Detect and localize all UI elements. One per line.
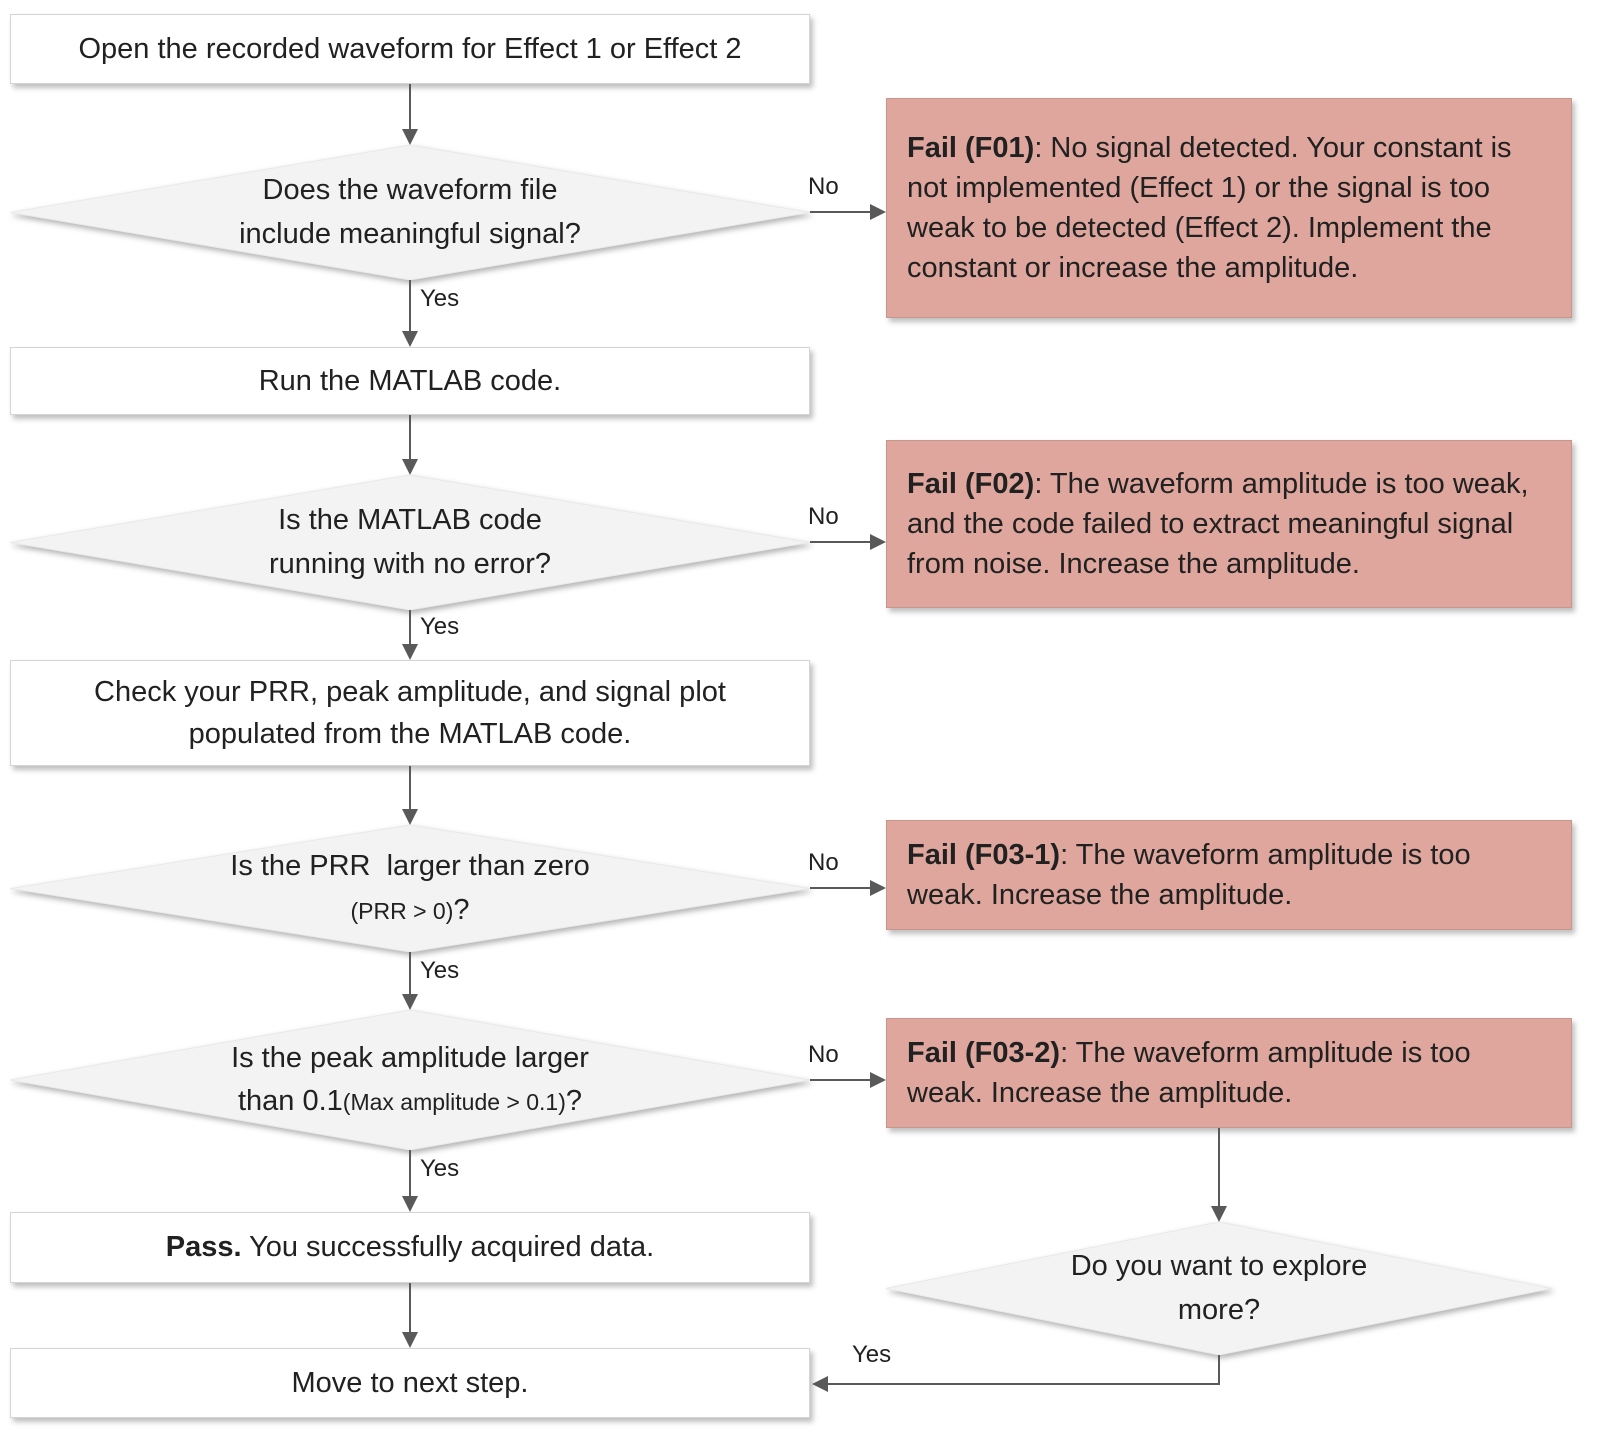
label-no-error: No (808, 503, 839, 530)
flow-box-start: Open the recorded waveform for Effect 1 … (10, 14, 810, 84)
arrow-no-f02-line (810, 541, 870, 543)
pass-bold: Pass. (165, 1231, 242, 1264)
arrow-signal-to-run-line (409, 280, 411, 331)
decision-explore-more-text: Do you want to explore more? (1070, 1250, 1368, 1326)
arrow-explore-to-move-head (812, 1376, 828, 1392)
arrow-explore-to-move-vline (1218, 1355, 1220, 1384)
arrow-peak-to-pass-line (409, 1150, 411, 1196)
label-yes-signal: Yes (420, 285, 460, 312)
fail-box-f03-1: Fail (F03-1): The waveform amplitude is … (886, 820, 1572, 930)
arrow-pass-to-move-head (402, 1332, 418, 1348)
fail-f01-text: Fail (F01): No signal detected. Your con… (907, 131, 1512, 285)
arrow-prr-to-peak-head (402, 994, 418, 1010)
label-yes-explore: Yes (852, 1341, 892, 1368)
arrow-no-f03-2-head (870, 1072, 886, 1088)
fail-f03-1-text: Fail (F03-1): The waveform amplitude is … (907, 838, 1471, 911)
diamond-shape (10, 145, 810, 280)
arrow-f03-2-to-explore-line (1218, 1128, 1220, 1206)
label-yes-prr: Yes (420, 957, 460, 984)
diamond-shape (10, 475, 810, 610)
decision-no-error-text: Is the MATLAB code running with no error… (268, 504, 552, 580)
arrow-pass-to-move-line (409, 1283, 411, 1332)
diamond-shape (10, 1010, 810, 1150)
arrow-check-to-prr-head (402, 809, 418, 825)
fail-f03-2-text: Fail (F03-2): The waveform amplitude is … (907, 1036, 1471, 1109)
arrow-start-to-signal-line (409, 84, 411, 129)
label-yes-error: Yes (420, 613, 460, 640)
decision-prr-positive-text: Is the PRR larger than zero (PRR > 0)? (230, 850, 590, 926)
check-line2: populated from the MATLAB code. (188, 718, 632, 750)
decision-meaningful-signal: Does the waveform file include meaningfu… (10, 145, 810, 280)
arrow-explore-to-move-hline (828, 1383, 1220, 1385)
arrow-signal-to-run-head (402, 331, 418, 347)
flow-box-start-label: Open the recorded waveform for Effect 1 … (78, 32, 742, 65)
decision-peak-amplitude: Is the peak amplitude larger than 0.1(Ma… (10, 1010, 810, 1150)
flow-box-pass: Pass. You successfully acquired data. (10, 1212, 810, 1283)
arrow-start-to-signal-head (402, 129, 418, 145)
diamond-shape (10, 825, 810, 952)
arrow-no-f03-1-head (870, 880, 886, 896)
arrow-check-to-prr-line (409, 766, 411, 809)
flow-box-check-prr: Check your PRR, peak amplitude, and sign… (10, 660, 810, 766)
decision-explore-more: Do you want to explore more? (886, 1222, 1552, 1355)
label-no-peak: No (808, 1041, 839, 1068)
label-no-signal: No (808, 173, 839, 200)
arrow-run-to-error-head (402, 459, 418, 475)
check-line1: Check your PRR, peak amplitude, and sign… (94, 675, 726, 708)
arrow-no-f03-1-line (810, 887, 870, 889)
arrow-no-f02-head (870, 534, 886, 550)
arrow-no-f01-line (810, 211, 870, 213)
flow-box-run-matlab-label: Run the MATLAB code. (258, 364, 562, 397)
decision-prr-positive: Is the PRR larger than zero (PRR > 0)? (10, 825, 810, 952)
label-yes-peak: Yes (420, 1155, 460, 1182)
arrow-no-f01-head (870, 204, 886, 220)
arrow-error-to-check-line (409, 610, 411, 644)
decision-meaningful-signal-text: Does the waveform file include meaningfu… (239, 174, 581, 250)
flow-box-move-next: Move to next step. (10, 1348, 810, 1418)
fail-box-f01: Fail (F01): No signal detected. Your con… (886, 98, 1572, 318)
arrow-prr-to-peak-line (409, 952, 411, 994)
pass-label: Pass. You successfully acquired data. (166, 1226, 655, 1268)
arrow-f03-2-to-explore-head (1211, 1206, 1227, 1222)
flow-box-move-next-label: Move to next step. (291, 1366, 529, 1399)
diamond-shape (886, 1222, 1552, 1355)
fail-box-f02: Fail (F02): The waveform amplitude is to… (886, 440, 1572, 608)
fail-f02-text: Fail (F02): The waveform amplitude is to… (907, 467, 1529, 580)
fail-box-f03-2: Fail (F03-2): The waveform amplitude is … (886, 1018, 1572, 1128)
pass-rest: You successfully acquired data. (241, 1231, 655, 1264)
arrow-peak-to-pass-head (402, 1196, 418, 1212)
flow-box-run-matlab: Run the MATLAB code. (10, 347, 810, 415)
decision-no-error: Is the MATLAB code running with no error… (10, 475, 810, 610)
arrow-error-to-check-head (402, 644, 418, 660)
decision-peak-amplitude-text: Is the peak amplitude larger than 0.1(Ma… (231, 1041, 589, 1118)
arrow-run-to-error-line (409, 415, 411, 459)
arrow-no-f03-2-line (810, 1079, 870, 1081)
label-no-prr: No (808, 849, 839, 876)
